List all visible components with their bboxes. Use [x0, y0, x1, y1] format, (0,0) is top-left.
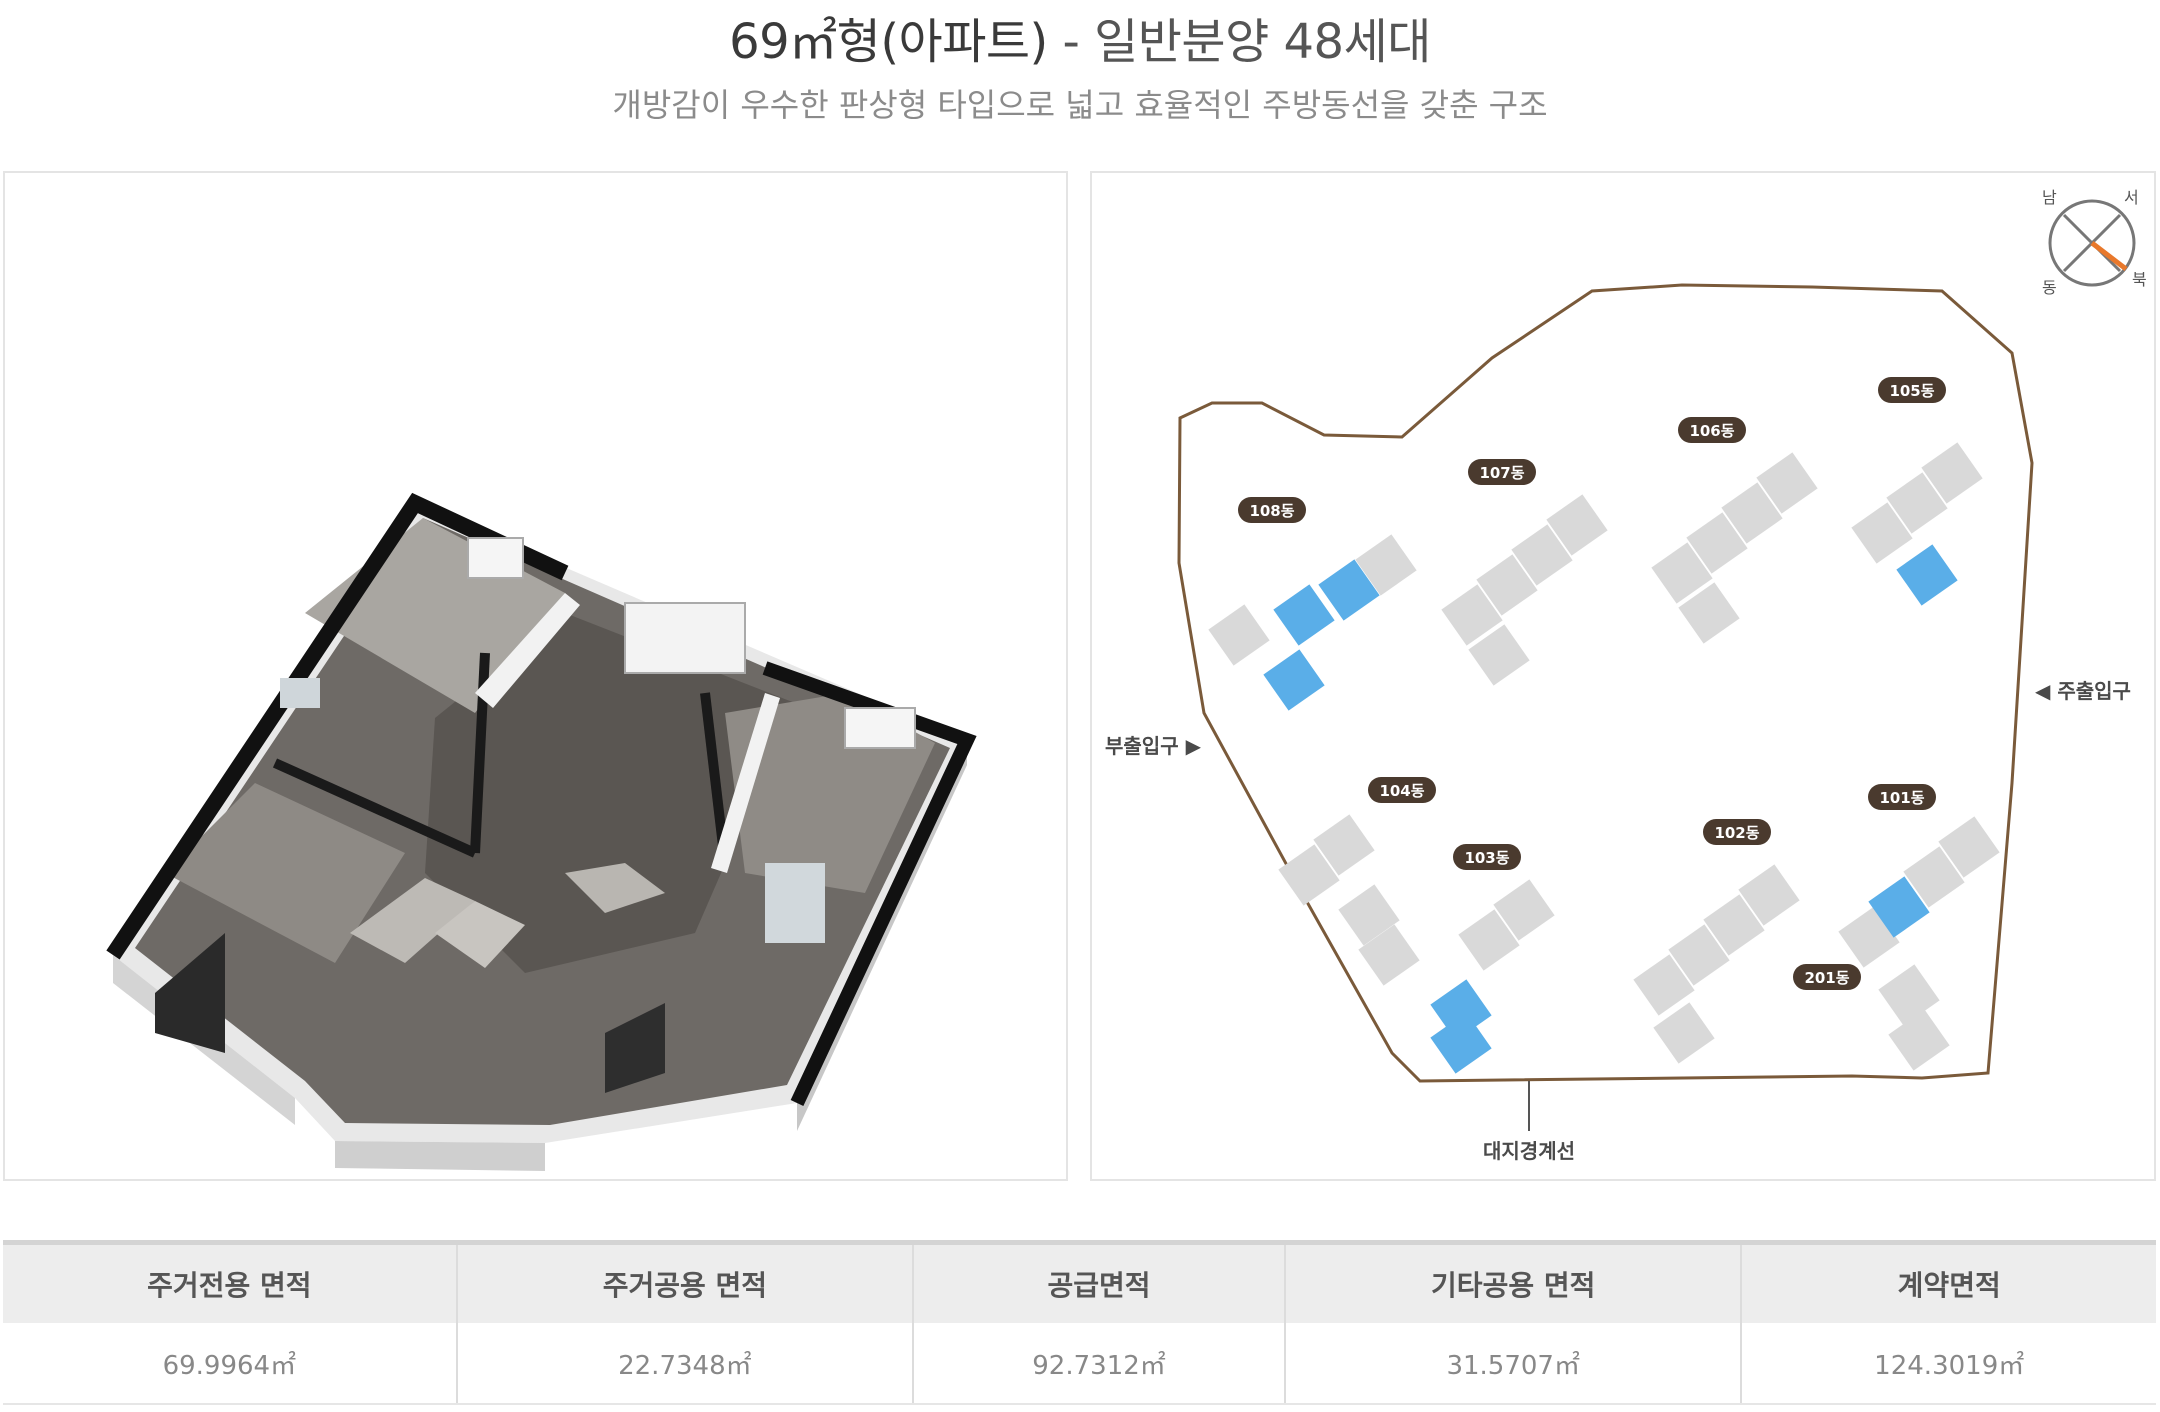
building-label: 108동: [1249, 502, 1294, 520]
value-residential-common-area: 22.7348㎡: [456, 1323, 915, 1405]
header-residential-common-area: 주거공용 면적: [456, 1242, 915, 1323]
unit-block: [1458, 909, 1520, 971]
header-exclusive-area: 주거전용 면적: [3, 1242, 458, 1323]
unit-block: [1313, 814, 1375, 876]
unit-block: [1686, 512, 1748, 574]
unit-block: [1355, 534, 1417, 596]
main-entrance-label: ◀ 주출입구: [2035, 679, 2131, 703]
value-exclusive-area: 69.9964㎡: [3, 1323, 458, 1405]
compass-north: 북: [2132, 270, 2147, 289]
unit-block: [1738, 864, 1800, 926]
compass-west: 서: [2124, 188, 2139, 207]
building-label-bg: [1368, 777, 1436, 803]
header-contract-area: 계약면적: [1897, 1269, 2001, 1302]
highlighted-unit: [1868, 876, 1930, 938]
floor-plan-3d-image: [106, 492, 977, 1171]
area-specs-table: 주거전용 면적 주거공용 면적 공급면적 기타공용 면적 계약면적 69.996…: [3, 1240, 2156, 1405]
header-supply-area: 공급면적: [913, 1242, 1286, 1323]
unit-block: [1888, 1009, 1950, 1071]
compass-east: 동: [2042, 278, 2057, 297]
title-separator: -: [1062, 14, 1080, 70]
highlighted-unit: [1430, 979, 1492, 1041]
building-label-bg: [1468, 459, 1536, 485]
building-label: 105동: [1889, 382, 1934, 400]
unit-block: [1476, 554, 1538, 616]
value-other-common-area: 31.5707㎡: [1285, 1323, 1743, 1405]
building-label: 106동: [1689, 422, 1734, 440]
unit-block: [1886, 472, 1948, 534]
page-title: 69㎡형(아파트) - 일반분양 48세대: [0, 2, 2160, 72]
value-supply-area: 92.7312㎡: [913, 1323, 1286, 1405]
unit-block: [1903, 846, 1965, 908]
table-header-row: 주거전용 면적 주거공용 면적 공급면적 기타공용 면적 계약면적: [3, 1242, 2156, 1323]
unit-block: [1278, 844, 1340, 906]
building-label: 107동: [1479, 464, 1524, 482]
site-plan-map: 남 서 동 북 대지경계선 ◀ 주출입구 부출입구 ▶ 108동 107동 106동…: [1105, 188, 2147, 1163]
compass: 남 서 동 북: [2042, 188, 2147, 297]
boundary-label: 대지경계선: [1483, 1139, 1575, 1163]
unit-block: [1938, 816, 2000, 878]
building-label-bg: [1878, 377, 1946, 403]
unit-block: [1208, 604, 1270, 666]
unit-block: [1338, 884, 1400, 946]
site-plan-panel: 남 서 동 북 대지경계선 ◀ 주출입구 부출입구 ▶ 108동 107동 106동…: [1090, 171, 2156, 1181]
unit-block: [1703, 894, 1765, 956]
unit-block: [1921, 442, 1983, 504]
building-label-bg: [1678, 417, 1746, 443]
building-label-bg: [1703, 819, 1771, 845]
unit-block: [1878, 964, 1940, 1026]
unit-block: [1651, 542, 1713, 604]
highlighted-unit: [1896, 544, 1958, 606]
building-label-bg: [1793, 964, 1861, 990]
supply-count: 일반분양 48세대: [1094, 14, 1431, 70]
value-contract-area: 124.3019㎡: [1741, 1323, 2156, 1405]
highlighted-unit: [1430, 1012, 1492, 1074]
header-other-common-area: 기타공용 면적: [1285, 1242, 1743, 1323]
floor-plan-panel: [3, 171, 1068, 1181]
unit-block: [1756, 452, 1818, 514]
unit-block: [1668, 924, 1730, 986]
highlighted-unit: [1318, 559, 1380, 621]
table-row: 69.9964㎡ 22.7348㎡ 92.7312㎡ 31.5707㎡ 124.…: [3, 1323, 2156, 1405]
compass-south: 남: [2042, 188, 2057, 207]
unit-block: [1546, 494, 1608, 556]
site-boundary: [1177, 283, 2034, 1083]
unit-block: [1678, 582, 1740, 644]
building-label-bg: [1453, 844, 1521, 870]
building-label: 101동: [1879, 789, 1924, 807]
building-label: 103동: [1464, 849, 1509, 867]
building-label: 102동: [1714, 824, 1759, 842]
building-label: 104동: [1379, 782, 1424, 800]
building-label-bg: [1868, 784, 1936, 810]
unit-block: [1721, 482, 1783, 544]
building-label: 201동: [1804, 969, 1849, 987]
unit-block: [1511, 524, 1573, 586]
unit-type-title: 69㎡형(아파트): [729, 14, 1048, 70]
building-label-bg: [1238, 497, 1306, 523]
unit-block: [1358, 924, 1420, 986]
unit-block: [1851, 502, 1913, 564]
unit-block: [1441, 584, 1503, 646]
unit-block: [1653, 1002, 1715, 1064]
page-subtitle: 개방감이 우수한 판상형 타입으로 넓고 효율적인 주방동선을 갖춘 구조: [612, 86, 1548, 124]
highlighted-unit: [1273, 584, 1335, 646]
unit-block: [1633, 954, 1695, 1016]
side-entrance-label: 부출입구 ▶: [1105, 734, 1202, 758]
unit-block: [1493, 879, 1555, 941]
highlighted-unit: [1263, 649, 1325, 711]
unit-block: [1468, 624, 1530, 686]
